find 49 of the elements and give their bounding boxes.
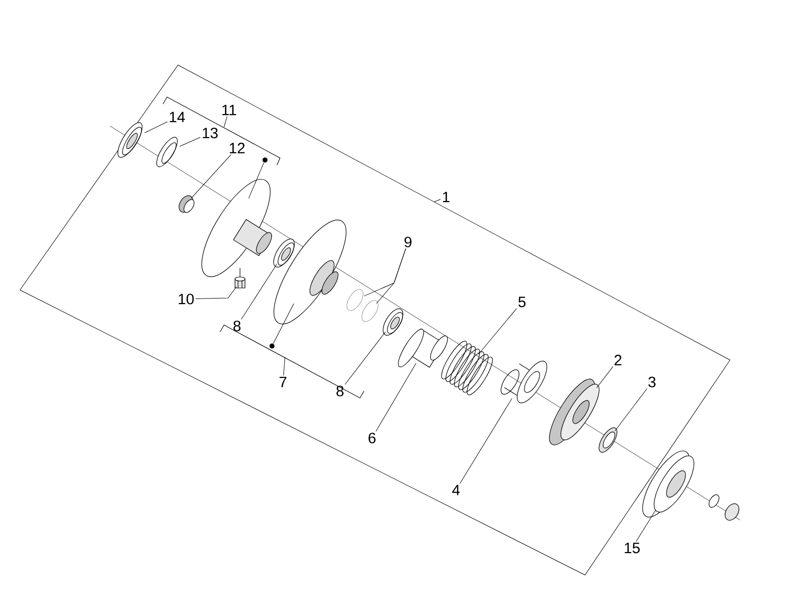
leader-line [434, 199, 441, 202]
leader-line [248, 162, 264, 199]
seal-ring-drawing [156, 136, 178, 168]
spring-drawing [441, 340, 493, 396]
leader-line [241, 264, 278, 320]
bearing-drawing [382, 308, 404, 336]
callout-number: 4 [452, 484, 460, 496]
callout-number: 15 [624, 542, 640, 554]
callout-number: 9 [404, 236, 412, 248]
leader-line [195, 286, 237, 300]
leader-line [190, 154, 232, 199]
leader-line [376, 363, 416, 432]
sleeve-drawing [398, 328, 448, 368]
callout-number: 8 [336, 386, 344, 396]
leader-line [179, 137, 201, 147]
callout-number: 12 [230, 142, 245, 154]
callout-number: 13 [202, 128, 218, 138]
pin-drawing [234, 268, 246, 288]
callout-number: 5 [518, 296, 526, 308]
callout-number: 8 [234, 320, 241, 332]
leader-line [376, 248, 406, 304]
leader-line [596, 366, 614, 388]
callout-number: 14 [170, 112, 185, 122]
o-ring-drawing [362, 300, 378, 322]
leader-line [636, 510, 656, 542]
callout-number: 1 [442, 192, 450, 202]
leader-line [344, 332, 386, 385]
leader-line [273, 303, 294, 344]
cup-drawing [500, 360, 548, 404]
leader-line [478, 308, 517, 354]
callout-number: 7 [280, 376, 286, 388]
washer-drawing [598, 427, 618, 453]
leader-line [144, 121, 168, 134]
leader-line [224, 116, 228, 128]
leader-line [283, 356, 286, 376]
pulley-drawing [274, 220, 346, 324]
callout-number: 3 [648, 376, 656, 388]
callout-number: 6 [368, 432, 376, 444]
clutch-drawing [549, 378, 600, 446]
leader-line [460, 398, 512, 484]
bearing-drawing [273, 238, 295, 268]
drum-drawing [642, 450, 694, 518]
leader-line [614, 388, 648, 432]
callout-number: 11 [222, 104, 236, 116]
bearing-drawing [118, 122, 142, 158]
callout-number: 10 [178, 294, 194, 304]
needle-bearing-drawing [178, 195, 194, 213]
callout-number: 2 [614, 354, 622, 366]
o-ring-drawing [346, 289, 364, 311]
